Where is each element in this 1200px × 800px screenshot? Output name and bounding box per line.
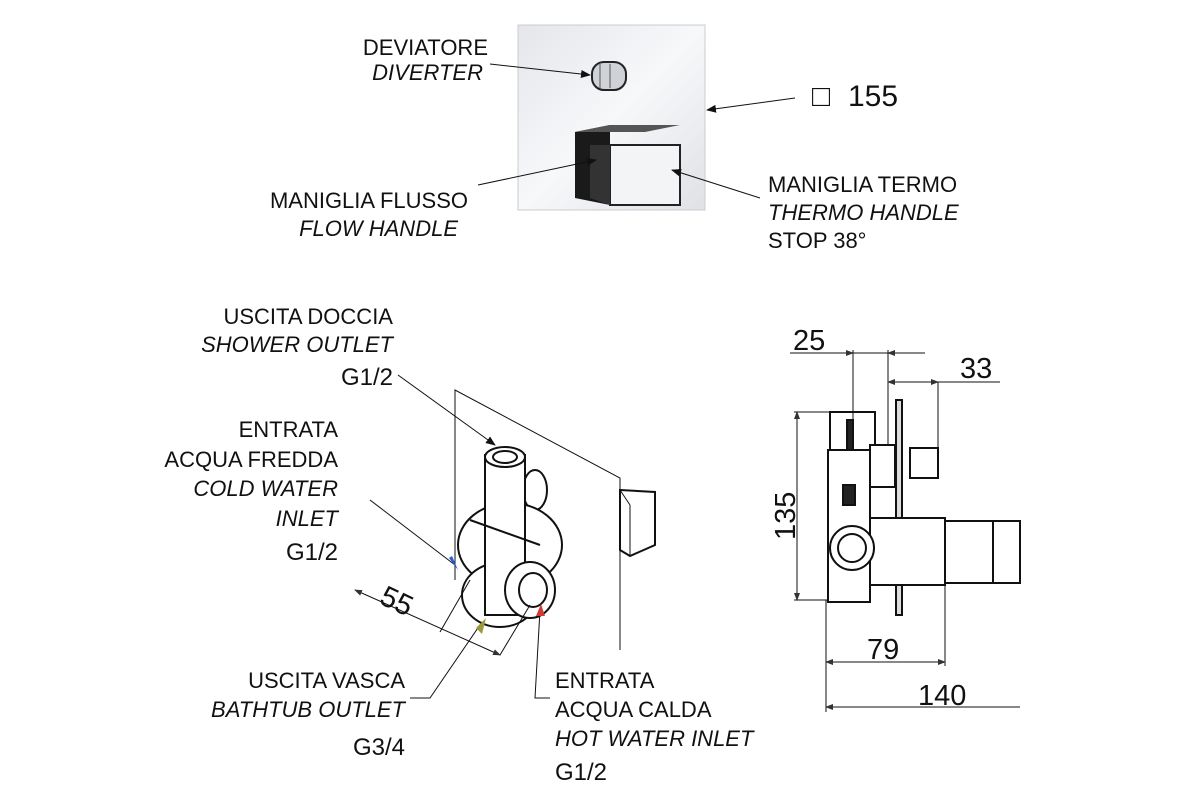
iso-plate bbox=[454, 389, 621, 650]
flow-handle-label-en: FLOW HANDLE bbox=[299, 216, 458, 241]
cold-leader bbox=[369, 499, 456, 566]
diverter-knob bbox=[591, 61, 627, 91]
dim-25: 25 bbox=[793, 325, 825, 357]
iso-handle-box bbox=[619, 488, 656, 558]
shower-leader bbox=[397, 374, 496, 446]
shower-outlet-label-en: SHOWER OUTLET bbox=[201, 332, 394, 357]
bath-leader bbox=[410, 621, 483, 699]
dim-140: 140 bbox=[918, 680, 966, 712]
hot-leader bbox=[534, 609, 550, 699]
bathtub-outlet-label-en: BATHTUB OUTLET bbox=[211, 697, 407, 722]
iso-valve-body bbox=[457, 446, 563, 628]
square-symbol: □ bbox=[812, 80, 831, 113]
diverter-leader bbox=[489, 63, 591, 78]
flow-handle-label-it: MANIGLIA FLUSSO bbox=[270, 188, 468, 213]
shower-outlet-thread: G1/2 bbox=[341, 364, 393, 391]
thermo-handle-label-it: MANIGLIA TERMO bbox=[768, 172, 957, 197]
hot-inlet-label-en: HOT WATER INLET bbox=[555, 726, 755, 751]
dim-33: 33 bbox=[960, 353, 992, 385]
bathtub-outlet-thread: G3/4 bbox=[353, 734, 405, 761]
cold-inlet-label-en2: INLET bbox=[276, 506, 340, 531]
thermo-handle-label-en: THERMO HANDLE bbox=[768, 200, 959, 225]
diverter-label-it: DEVIATORE bbox=[363, 35, 488, 60]
side-dimensions: 25 33 135 79 140 bbox=[770, 325, 1020, 712]
cold-inlet-label-it1: ENTRATA bbox=[239, 417, 339, 442]
plate-leader bbox=[706, 97, 796, 113]
hot-inlet-label-it2: ACQUA CALDA bbox=[555, 697, 712, 722]
diverter-label-en: DIVERTER bbox=[372, 60, 483, 85]
isometric-view: 55 USCITA DOCCIA SHOWER OUTLET G1/2 ENTR… bbox=[164, 304, 755, 786]
hot-inlet-label-it1: ENTRATA bbox=[555, 668, 655, 693]
cold-inlet-label-it2: ACQUA FREDDA bbox=[164, 447, 338, 472]
bathtub-outlet-label-it: USCITA VASCA bbox=[248, 668, 405, 693]
shower-outlet-label-it: USCITA DOCCIA bbox=[223, 304, 393, 329]
side-body bbox=[827, 399, 1021, 616]
side-view: 25 33 135 79 140 bbox=[770, 325, 1021, 712]
front-view: DEVIATORE DIVERTER □ 155 MANIGLIA FLUSSO… bbox=[270, 24, 959, 253]
depth-value: 55 bbox=[375, 580, 418, 623]
dim-79: 79 bbox=[867, 634, 899, 666]
cold-inlet-label-en1: COLD WATER bbox=[193, 476, 338, 501]
flow-handle-leader bbox=[477, 157, 597, 186]
thermo-stop-label: STOP 38° bbox=[768, 228, 866, 253]
hot-inlet-thread: G1/2 bbox=[555, 759, 607, 786]
thermo-handle-leader bbox=[671, 168, 761, 199]
dim-135: 135 bbox=[770, 492, 802, 540]
plate-size-value: 155 bbox=[848, 80, 898, 113]
cold-inlet-thread: G1/2 bbox=[286, 539, 338, 566]
